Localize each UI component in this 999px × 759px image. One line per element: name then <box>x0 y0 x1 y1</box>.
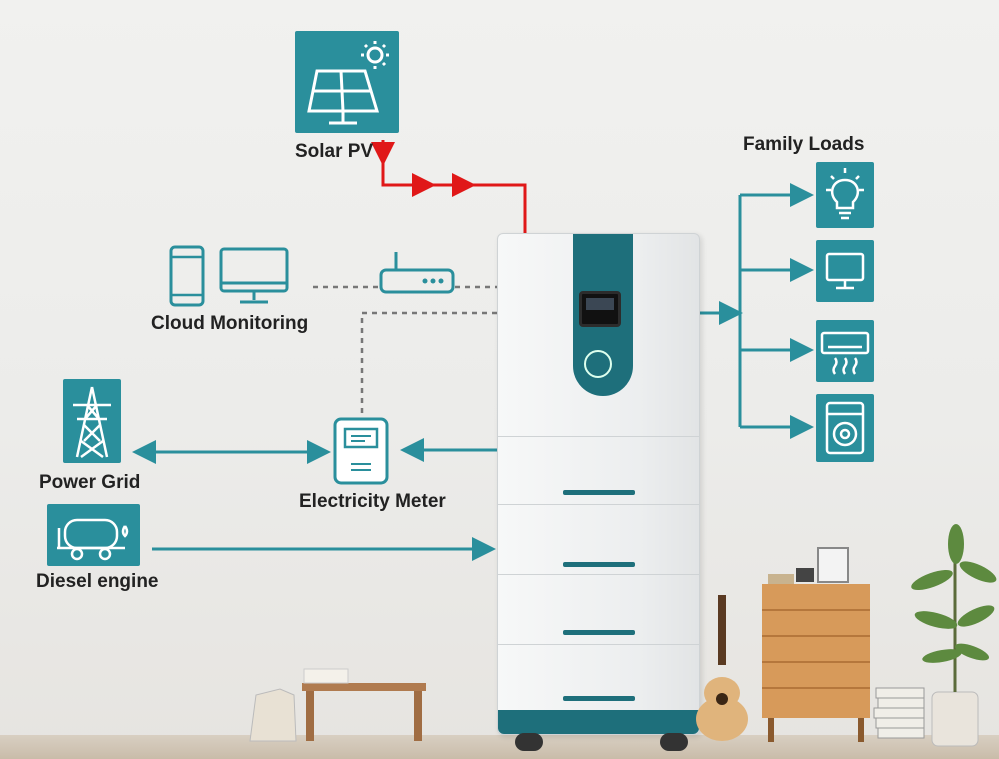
solar-panel-icon <box>307 41 389 125</box>
air-conditioner-icon <box>820 331 870 375</box>
module-handle <box>563 696 635 701</box>
power-grid-label: Power Grid <box>39 472 141 493</box>
control-panel <box>573 234 633 396</box>
module-handle <box>563 630 635 635</box>
module-divider <box>498 644 699 645</box>
solar-tile <box>295 31 399 133</box>
module-divider <box>498 436 699 437</box>
load-light-tile <box>816 162 874 228</box>
wheel <box>515 733 543 751</box>
monitor-icon <box>825 252 865 290</box>
diesel-engine-icon <box>57 518 129 561</box>
meter-icon <box>333 417 389 485</box>
module-divider <box>498 574 699 575</box>
power-grid-tile <box>63 379 121 463</box>
power-button <box>584 350 612 378</box>
grid-flow-line <box>132 438 497 561</box>
bench-decor <box>249 668 426 742</box>
monitoring-dotted-line <box>313 285 497 418</box>
cloud-monitoring-label: Cloud Monitoring <box>151 313 309 334</box>
loads-flow-line <box>698 183 814 439</box>
diesel-tile <box>47 504 140 566</box>
electricity-meter-label: Electricity Meter <box>299 491 446 512</box>
module-divider <box>498 504 699 505</box>
washing-machine-icon <box>825 401 865 455</box>
module-handle <box>563 562 635 567</box>
family-loads-label: Family Loads <box>743 134 865 155</box>
lcd-display <box>579 291 621 327</box>
load-washer-tile <box>816 394 874 462</box>
solar-label: Solar PV <box>295 141 374 162</box>
lightbulb-icon <box>826 168 864 220</box>
guitar-decor <box>696 595 748 741</box>
floor <box>0 735 999 759</box>
module-handle <box>563 490 635 495</box>
power-tower-icon <box>73 386 111 459</box>
load-ac-tile <box>816 320 874 382</box>
diesel-engine-label: Diesel engine <box>36 571 159 592</box>
router-icon <box>379 252 455 294</box>
wheel <box>660 733 688 751</box>
solar-flow-line <box>371 140 527 233</box>
phone-icon <box>169 245 205 307</box>
load-tv-tile <box>816 240 874 302</box>
unit-base <box>498 710 699 734</box>
plant-decor <box>873 524 997 747</box>
dresser-decor <box>762 547 870 742</box>
computer-icon <box>219 247 289 304</box>
battery-storage-unit <box>497 233 700 735</box>
